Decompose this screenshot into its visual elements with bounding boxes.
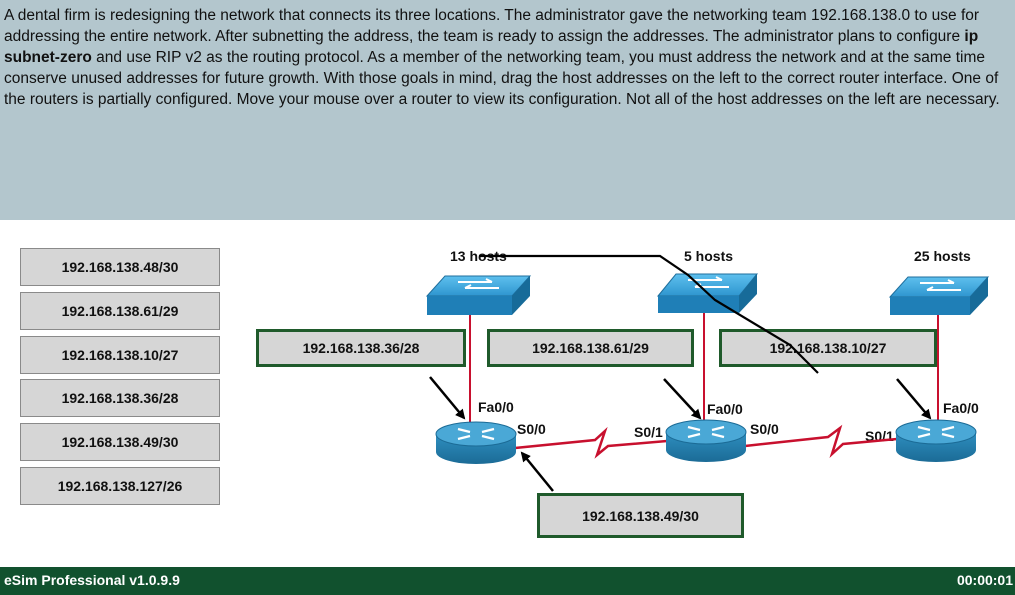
label-left-fa: Fa0/0 (478, 399, 514, 415)
label-left-s: S0/0 (517, 421, 546, 437)
instructions-text-2: and use RIP v2 as the routing protocol. … (4, 49, 1000, 108)
drop-target-serial-link[interactable]: 192.168.138.49/30 (537, 493, 744, 538)
timer: 00:00:01 (956, 572, 1013, 588)
address-item-3[interactable]: 192.168.138.10/27 (20, 336, 220, 374)
hosts-label-left: 13 hosts (450, 248, 507, 264)
router-left-icon[interactable] (435, 421, 517, 464)
switch-right-icon (888, 276, 990, 315)
label-mid-s-right: S0/0 (750, 421, 779, 437)
label-mid-fa: Fa0/0 (707, 401, 743, 417)
router-middle-icon[interactable] (665, 419, 747, 462)
switch-left-icon (425, 275, 532, 315)
footer-bar: eSim Professional v1.0.9.9 00:00:01 (0, 567, 1015, 595)
switch-middle-icon (656, 273, 759, 313)
arrow-right-lan (896, 378, 932, 420)
drop-target-left-lan[interactable]: 192.168.138.36/28 (256, 329, 466, 367)
instructions-panel: A dental firm is redesigning the network… (0, 0, 1015, 220)
instructions-bold-command: ip subnet-zero (4, 28, 979, 66)
label-right-s: S0/1 (865, 428, 894, 444)
arrow-serial-link (520, 451, 554, 492)
drop-target-right-lan[interactable]: 192.168.138.10/27 (719, 329, 937, 367)
address-item-2[interactable]: 192.168.138.61/29 (20, 292, 220, 330)
label-right-fa: Fa0/0 (943, 400, 979, 416)
label-mid-s-left: S0/1 (634, 424, 663, 440)
router-right-icon[interactable] (895, 419, 977, 462)
hosts-label-middle: 5 hosts (684, 248, 734, 264)
address-item-6[interactable]: 192.168.138.127/26 (20, 467, 220, 505)
address-item-1[interactable]: 192.168.138.48/30 (20, 248, 220, 286)
instructions-text-1: A dental firm is redesigning the network… (4, 7, 980, 45)
arrow-middle-lan (663, 378, 702, 420)
product-name: eSim Professional v1.0.9.9 (4, 572, 180, 588)
arrow-left-lan (429, 376, 466, 420)
address-item-5[interactable]: 192.168.138.49/30 (20, 423, 220, 461)
address-item-4[interactable]: 192.168.138.36/28 (20, 379, 220, 417)
drop-target-middle-lan[interactable]: 192.168.138.61/29 (487, 329, 694, 367)
hosts-label-right: 25 hosts (914, 248, 971, 264)
